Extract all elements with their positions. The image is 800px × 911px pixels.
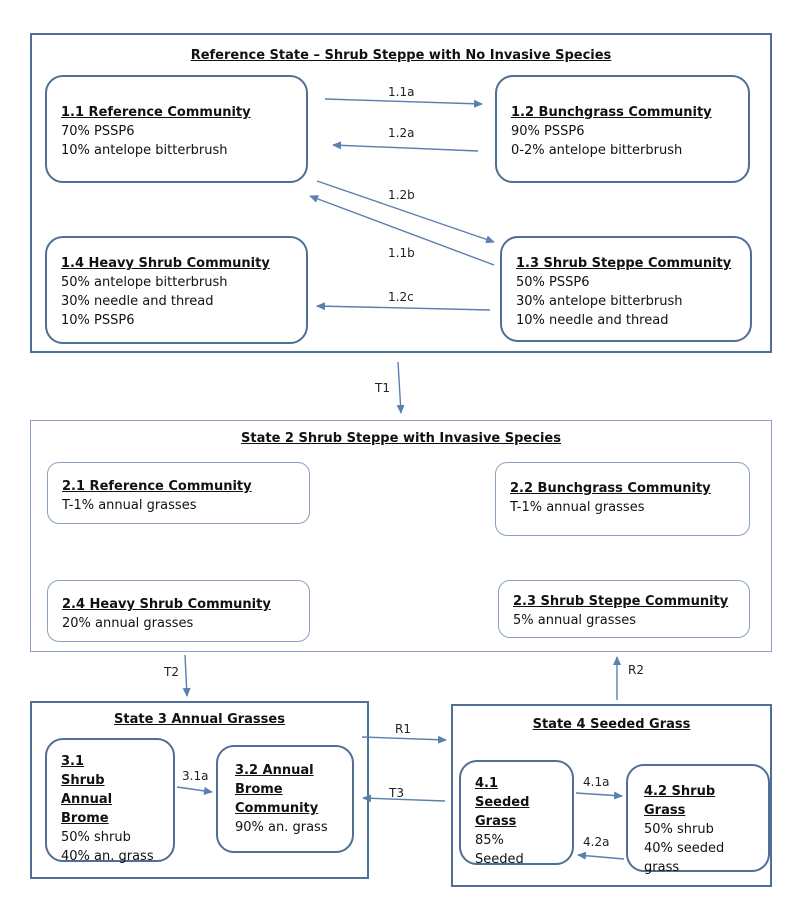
label-3-1a: 3.1a: [182, 769, 209, 783]
community-2-2-line: T-1% annual grasses: [510, 500, 645, 515]
community-2-4-line: 20% annual grasses: [62, 616, 194, 631]
arrow-1-2a: [332, 141, 479, 152]
label-1-2b: 1.2b: [388, 188, 415, 202]
label-4-1a: 4.1a: [583, 775, 610, 789]
label-1-2c: 1.2c: [388, 290, 414, 304]
community-1-3: 1.3 Shrub Steppe Community 50% PSSP6 30%…: [500, 236, 752, 342]
state-4-title: State 4 Seeded Grass: [532, 717, 691, 732]
label-r1: R1: [395, 722, 411, 736]
arrow-r1: [361, 735, 447, 744]
community-2-4: 2.4 Heavy Shrub Community 20% annual gra…: [47, 580, 310, 642]
state-3-title: State 3 Annual Grasses: [114, 712, 285, 727]
arrow-t1: [396, 361, 405, 414]
arrow-t3: [362, 794, 446, 803]
community-4-1-line: 85%: [475, 833, 504, 848]
community-1-3-line: 10% needle and thread: [516, 313, 669, 328]
community-2-2-title: 2.2 Bunchgrass Community: [510, 481, 711, 496]
community-1-4-line: 30% needle and thread: [61, 294, 214, 309]
arrow-4-1a: [575, 791, 623, 800]
community-1-2: 1.2 Bunchgrass Community 90% PSSP6 0-2% …: [495, 75, 750, 183]
community-1-1-line: 10% antelope bitterbrush: [61, 143, 228, 158]
community-2-3-line: 5% annual grasses: [513, 613, 637, 628]
state-2-title: State 2 Shrub Steppe with Invasive Speci…: [241, 431, 561, 446]
arrow-3-1a: [176, 786, 213, 795]
community-1-4-line: 50% antelope bitterbrush: [61, 275, 228, 290]
community-4-2-line: 50% shrub: [644, 822, 714, 837]
label-1-2a: 1.2a: [388, 126, 415, 140]
community-1-3-line: 30% antelope bitterbrush: [516, 294, 683, 309]
label-4-2a: 4.2a: [583, 835, 610, 849]
community-1-1-line: 70% PSSP6: [61, 124, 135, 139]
community-3-2-line: 90% an. grass: [235, 820, 328, 835]
community-4-2-line: grass: [644, 860, 680, 875]
community-2-3: 2.3 Shrub Steppe Community 5% annual gra…: [498, 580, 750, 638]
community-3-2: 3.2 Annual Brome Community 90% an. grass: [216, 745, 354, 853]
arrow-1-1b: [309, 195, 495, 266]
arrow-t2: [182, 654, 191, 697]
label-1-1b: 1.1b: [388, 246, 415, 260]
community-4-2-title: 4.2 Shrub Grass: [644, 784, 716, 818]
community-1-4-title: 1.4 Heavy Shrub Community: [61, 256, 270, 271]
arrow-1-2b: [316, 180, 495, 244]
label-1-1a: 1.1a: [388, 85, 415, 99]
community-1-2-title: 1.2 Bunchgrass Community: [511, 105, 712, 120]
community-1-2-line: 0-2% antelope bitterbrush: [511, 143, 683, 158]
community-2-1-line: T-1% annual grasses: [62, 498, 197, 513]
community-2-1-title: 2.1 Reference Community: [62, 479, 252, 494]
community-3-1-title: 3.1 Shrub Annual Brome: [61, 754, 113, 826]
community-4-1-line: Seeded: [475, 852, 524, 867]
community-4-1-title: 4.1 Seeded Grass: [475, 776, 530, 829]
state-1-title: Reference State – Shrub Steppe with No I…: [190, 48, 612, 63]
community-3-1-line: 50% shrub: [61, 830, 131, 845]
arrow-4-2a: [577, 851, 625, 860]
community-1-1: 1.1 Reference Community 70% PSSP6 10% an…: [45, 75, 308, 183]
community-3-1: 3.1 Shrub Annual Brome 50% shrub 40% an.…: [45, 738, 175, 864]
community-4-2-line: 40% seeded: [644, 841, 725, 856]
community-1-4-line: 10% PSSP6: [61, 313, 135, 328]
community-2-1: 2.1 Reference Community T-1% annual gras…: [47, 462, 310, 524]
community-3-1-line: 40% an. grass: [61, 849, 154, 864]
label-t1: T1: [375, 381, 390, 395]
community-2-3-title: 2.3 Shrub Steppe Community: [513, 594, 729, 609]
community-2-2: 2.2 Bunchgrass Community T-1% annual gra…: [495, 462, 750, 536]
community-4-2: 4.2 Shrub Grass 50% shrub 40% seeded gra…: [626, 764, 770, 875]
label-r2: R2: [628, 663, 644, 677]
community-1-2-line: 90% PSSP6: [511, 124, 585, 139]
label-t3: T3: [389, 786, 404, 800]
community-1-4: 1.4 Heavy Shrub Community 50% antelope b…: [45, 236, 308, 344]
label-t2: T2: [164, 665, 179, 679]
community-2-4-title: 2.4 Heavy Shrub Community: [62, 597, 271, 612]
community-3-2-title: 3.2 Annual Brome Community: [235, 763, 319, 816]
community-1-1-title: 1.1 Reference Community: [61, 105, 251, 120]
community-1-3-line: 50% PSSP6: [516, 275, 590, 290]
community-4-1: 4.1 Seeded Grass 85% Seeded: [459, 760, 574, 867]
arrow-1-2c: [316, 302, 491, 311]
arrow-1-1a: [324, 98, 483, 108]
community-1-3-title: 1.3 Shrub Steppe Community: [516, 256, 732, 271]
